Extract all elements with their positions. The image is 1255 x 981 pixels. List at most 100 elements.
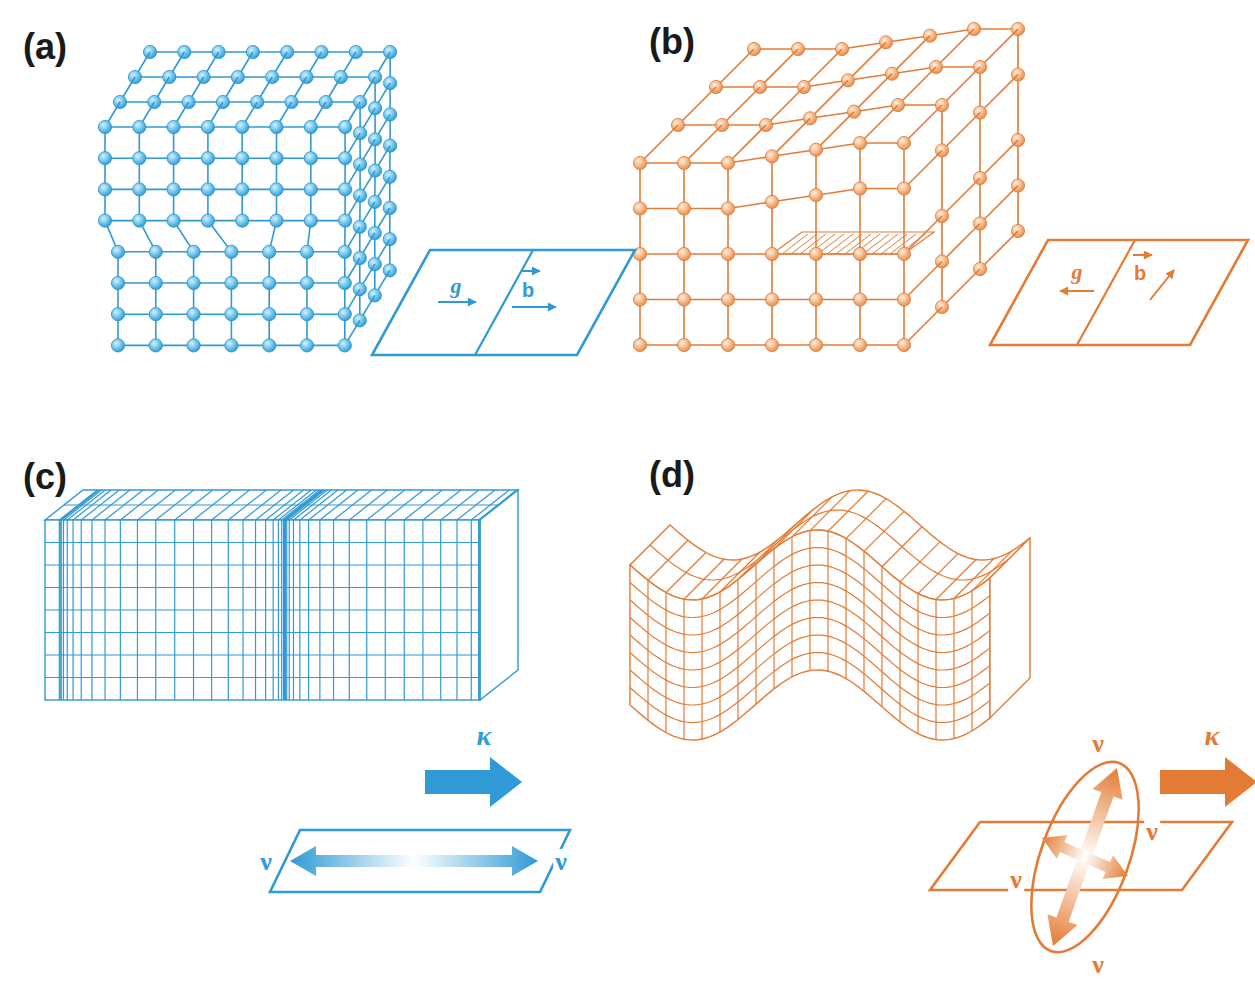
atom <box>383 233 396 246</box>
atom <box>338 245 351 258</box>
atom <box>270 183 283 196</box>
wave-vector-symbol: κ <box>475 722 494 750</box>
atom <box>809 338 822 351</box>
atom <box>809 293 822 306</box>
lattice-bond <box>942 113 980 151</box>
lattice-bond <box>771 202 773 254</box>
polarization-symbol: ν <box>258 849 274 875</box>
lattice-bond <box>716 49 754 87</box>
lattice-bond <box>904 105 942 143</box>
lattice-bond <box>815 195 817 254</box>
atom <box>111 276 124 289</box>
atom <box>133 183 146 196</box>
atom <box>300 308 313 321</box>
lattice-bond <box>942 178 980 216</box>
atom <box>897 136 910 149</box>
vector-symbol: g <box>1070 261 1085 283</box>
wave-vector-arrow <box>1160 757 1255 807</box>
screw-dislocation-lattice <box>633 22 1024 351</box>
atom <box>167 120 180 133</box>
atom <box>270 214 283 227</box>
atom <box>721 156 734 169</box>
lattice-bond <box>1017 75 1019 141</box>
vector-symbol: b <box>520 280 536 300</box>
polarization-symbol: ν <box>1090 731 1106 757</box>
vector-arrow <box>1150 270 1174 300</box>
atom <box>853 136 866 149</box>
lattice-bond <box>904 216 942 254</box>
lattice-bond <box>904 262 942 300</box>
wave-vector-arrow <box>425 757 522 807</box>
polarization-arrow <box>290 846 538 876</box>
atom <box>300 339 313 352</box>
lattice-bond <box>980 186 1018 224</box>
atom <box>338 308 351 321</box>
edge-dislocation-lattice <box>98 45 396 352</box>
atom <box>304 152 317 165</box>
plane-outline <box>990 240 1248 345</box>
atom <box>383 170 396 183</box>
atom <box>897 338 910 351</box>
grid-line <box>630 653 990 723</box>
lattice-bond <box>772 118 810 156</box>
atom <box>339 214 352 227</box>
lattice-bond <box>903 189 905 255</box>
polarization-symbol: ν <box>553 849 569 875</box>
grid-line <box>45 587 480 588</box>
atom <box>270 120 283 133</box>
atom <box>98 214 111 227</box>
lattice-bond <box>892 36 930 74</box>
atom <box>765 293 778 306</box>
atom <box>263 339 276 352</box>
atom <box>225 308 238 321</box>
block-side-face <box>480 490 518 700</box>
atom <box>225 276 238 289</box>
atom <box>149 308 162 321</box>
atom <box>187 308 200 321</box>
lattice-bond <box>810 80 848 118</box>
atom <box>765 247 778 260</box>
atom <box>111 245 124 258</box>
atom <box>111 339 124 352</box>
atom <box>304 183 317 196</box>
atom <box>897 293 910 306</box>
atom <box>236 120 249 133</box>
lattice-bond <box>936 29 974 67</box>
atom <box>149 339 162 352</box>
vector-arrow <box>1060 290 1094 292</box>
lattice-bond <box>684 125 722 163</box>
atom <box>853 293 866 306</box>
atom <box>236 183 249 196</box>
grid-line <box>45 609 480 610</box>
lattice-bond <box>860 105 898 143</box>
burgers-vector-inset <box>990 240 1248 345</box>
lattice-bond <box>766 87 804 125</box>
atom <box>236 152 249 165</box>
block-top-face <box>45 490 518 520</box>
lattice-bond <box>942 67 980 105</box>
atom <box>853 182 866 195</box>
vector-arrow <box>521 270 540 272</box>
wave-vector-symbol: κ <box>1203 722 1222 750</box>
lattice-bond <box>859 189 861 255</box>
vector-arrow <box>512 306 556 308</box>
block-front-face <box>45 520 480 700</box>
lattice-bond <box>804 49 842 87</box>
atom <box>225 245 238 258</box>
atom <box>304 214 317 227</box>
atom <box>304 120 317 133</box>
atom <box>270 152 283 165</box>
lattice-bond <box>979 113 981 179</box>
atom <box>133 214 146 227</box>
lattice-bond <box>980 75 1018 113</box>
atom <box>633 202 646 215</box>
atom <box>339 120 352 133</box>
atom <box>149 245 162 258</box>
atom <box>853 247 866 260</box>
atom <box>167 152 180 165</box>
atom <box>338 276 351 289</box>
atom <box>339 152 352 165</box>
grid-line <box>45 542 480 543</box>
polarization-symbol: ν <box>1008 867 1024 893</box>
